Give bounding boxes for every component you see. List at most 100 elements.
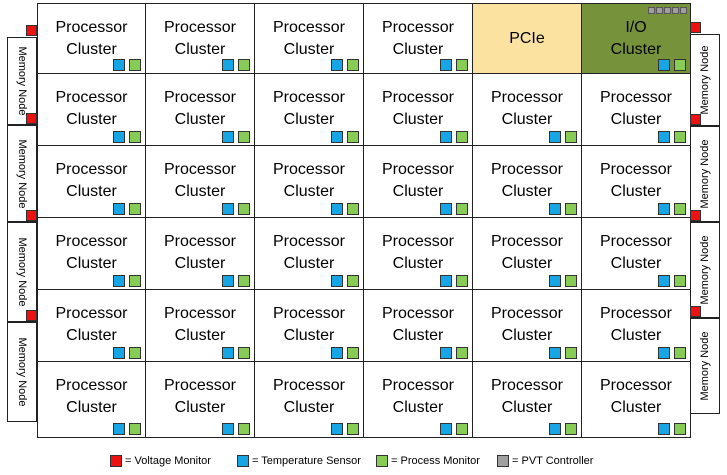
process-monitor-icon [347,131,359,143]
voltage-monitor-icon [26,113,37,124]
temperature-sensor-icon [222,59,234,71]
process-monitor-icon [129,203,141,215]
temperature-sensor-icon [549,423,561,435]
temperature-sensor-icon [658,131,670,143]
process-monitor-icon [129,347,141,359]
process-monitor-icon [129,131,141,143]
pvt-controller-icon [672,7,679,14]
temperature-sensor-icon [658,275,670,287]
memory-node-label: Memory Node [699,45,711,115]
temperature-sensor-icon [222,275,234,287]
legend-item-temperature: = Temperature Sensor [237,452,361,470]
voltage-monitor-icon [26,25,37,36]
temperature-sensor-icon [331,423,343,435]
process-monitor-icon [238,203,250,215]
process-monitor-icon [674,131,686,143]
legend-item-voltage: = Voltage Monitor [110,452,211,470]
process-monitor-icon [674,423,686,435]
memory-node-label: Memory Node [699,331,711,401]
memory-node: Memory Node [690,126,720,222]
temperature-sensor-icon [222,347,234,359]
voltage-monitor-icon [26,310,37,321]
temperature-sensor-icon [440,59,452,71]
memory-node: Memory Node [690,34,720,126]
temperature-sensor-icon [440,203,452,215]
temperature-sensor-icon [658,203,670,215]
memory-node-label: Memory Node [699,139,711,209]
legend-label: = Process Monitor [391,455,480,467]
process-monitor-icon [565,423,577,435]
process-monitor-icon [456,275,468,287]
process-monitor-icon [129,275,141,287]
memory-node: Memory Node [7,125,37,222]
legend-label: = Voltage Monitor [125,455,211,467]
process-monitor-icon [347,275,359,287]
temperature-sensor-icon [113,275,125,287]
memory-node: Memory Node [7,322,37,422]
pvt-controller-icon [664,7,671,14]
temperature-sensor-icon [113,203,125,215]
process-monitor-icon [347,203,359,215]
process-monitor-icon [456,131,468,143]
process-swatch-icon [376,455,388,467]
process-monitor-icon [238,59,250,71]
process-monitor-icon [347,59,359,71]
pvt-controller-icon [648,7,655,14]
process-monitor-icon [565,203,577,215]
process-monitor-icon [238,275,250,287]
temperature-sensor-icon [331,347,343,359]
process-monitor-icon [565,275,577,287]
temperature-sensor-icon [440,275,452,287]
memory-node: Memory Node [690,318,720,414]
temperature-sensor-icon [222,203,234,215]
process-monitor-icon [129,423,141,435]
temperature-sensor-icon [331,59,343,71]
memory-node: Memory Node [7,37,37,125]
memory-node: Memory Node [7,222,37,322]
process-monitor-icon [674,347,686,359]
voltage-swatch-icon [110,455,122,467]
process-monitor-icon [565,347,577,359]
temperature-sensor-icon [549,347,561,359]
temperature-sensor-icon [222,423,234,435]
legend-item-process: = Process Monitor [376,452,480,470]
temperature-sensor-icon [113,59,125,71]
voltage-monitor-icon [690,306,701,317]
temperature-sensor-icon [331,203,343,215]
temperature-sensor-icon [549,275,561,287]
